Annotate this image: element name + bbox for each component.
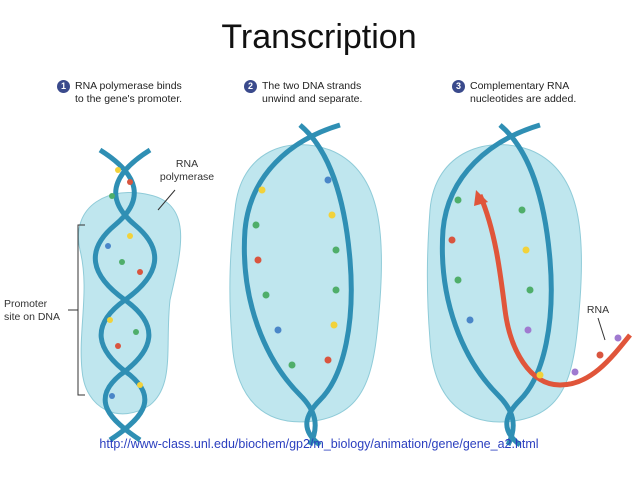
rna-polymerase-label: RNA polymerase [159, 158, 215, 183]
step-1-text: RNA polymerase binds to the gene's promo… [75, 80, 183, 105]
step-2-text: The two DNA strands unwind and separate. [262, 80, 363, 105]
rna-leader-line [597, 317, 606, 341]
dna-strand-b-2 [298, 123, 354, 447]
base-pairs-1 [105, 167, 143, 399]
dna-strand-a-2 [241, 122, 341, 447]
rna-polymerase-blob-3 [426, 144, 582, 423]
panel-1-binding [68, 147, 182, 443]
step-1: 1 RNA polymerase binds to the gene's pro… [57, 80, 182, 106]
panel-3-elongation [426, 122, 632, 447]
step-2-number: 2 [244, 80, 257, 93]
step-3-text: Complementary RNA nucleotides are added. [470, 80, 577, 105]
panel-2-unwinding [229, 122, 382, 447]
source-url-link[interactable]: http://www-class.unl.edu/biochem/gp2/m_b… [99, 437, 539, 451]
step-3-number: 3 [452, 80, 465, 93]
dna-strand-a-3 [439, 122, 541, 447]
rna-label: RNA [586, 304, 610, 316]
dna-strand-b-1 [92, 147, 152, 443]
nucleotides-3 [448, 196, 622, 379]
rna-polymerase-blob-2 [229, 144, 382, 423]
dna-strand-b-3 [498, 123, 554, 447]
promoter-site-label: Promoter site on DNA [4, 298, 61, 323]
rna-arrowhead [474, 190, 488, 206]
polymerase-leader-line [157, 189, 176, 211]
unpaired-bases-2 [252, 176, 340, 369]
step-3: 3 Complementary RNA nucleotides are adde… [452, 80, 576, 106]
step-1-number: 1 [57, 80, 70, 93]
rna-transcript-strand [477, 194, 632, 388]
slide-title: Transcription [221, 18, 417, 56]
step-2: 2 The two DNA strands unwind and separat… [244, 80, 362, 106]
